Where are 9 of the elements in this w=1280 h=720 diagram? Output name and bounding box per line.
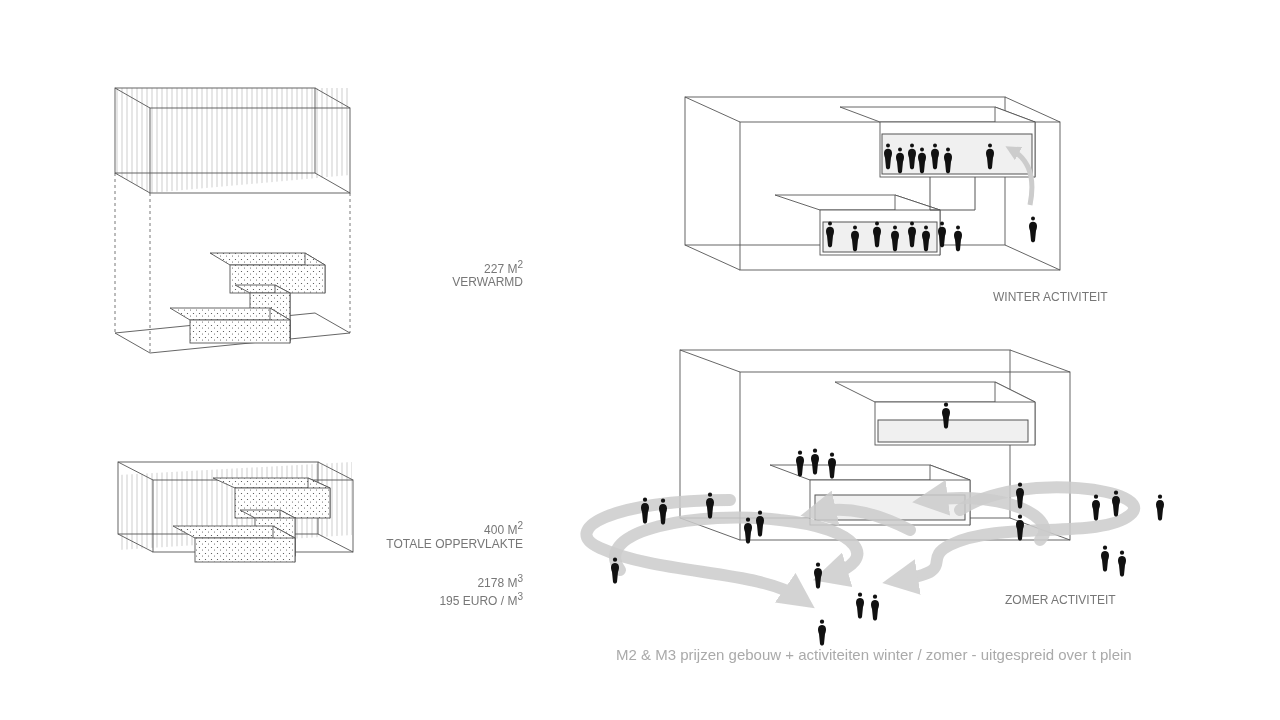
- annotation-text: WINTER ACTIVITEIT: [993, 290, 1108, 304]
- annotation-text: 195 EURO / M$^{3}$: [439, 590, 523, 608]
- annotation-text: ZOMER ACTIVITEIT: [1005, 593, 1116, 607]
- annotation-text: 227 M$^{2}$: [484, 258, 523, 276]
- annotation-text: 2178 M$^{3}$: [477, 572, 523, 590]
- annotation-text: 400 M$^{2}$: [484, 519, 523, 537]
- annotation-text: TOTALE OPPERVLAKTE: [386, 537, 523, 551]
- caption: M2 & M3 prijzen gebouw + activiteiten winter / zomer - uitgespreid over t plein: [616, 646, 1132, 663]
- annotation-text: VERWARMD: [452, 275, 523, 289]
